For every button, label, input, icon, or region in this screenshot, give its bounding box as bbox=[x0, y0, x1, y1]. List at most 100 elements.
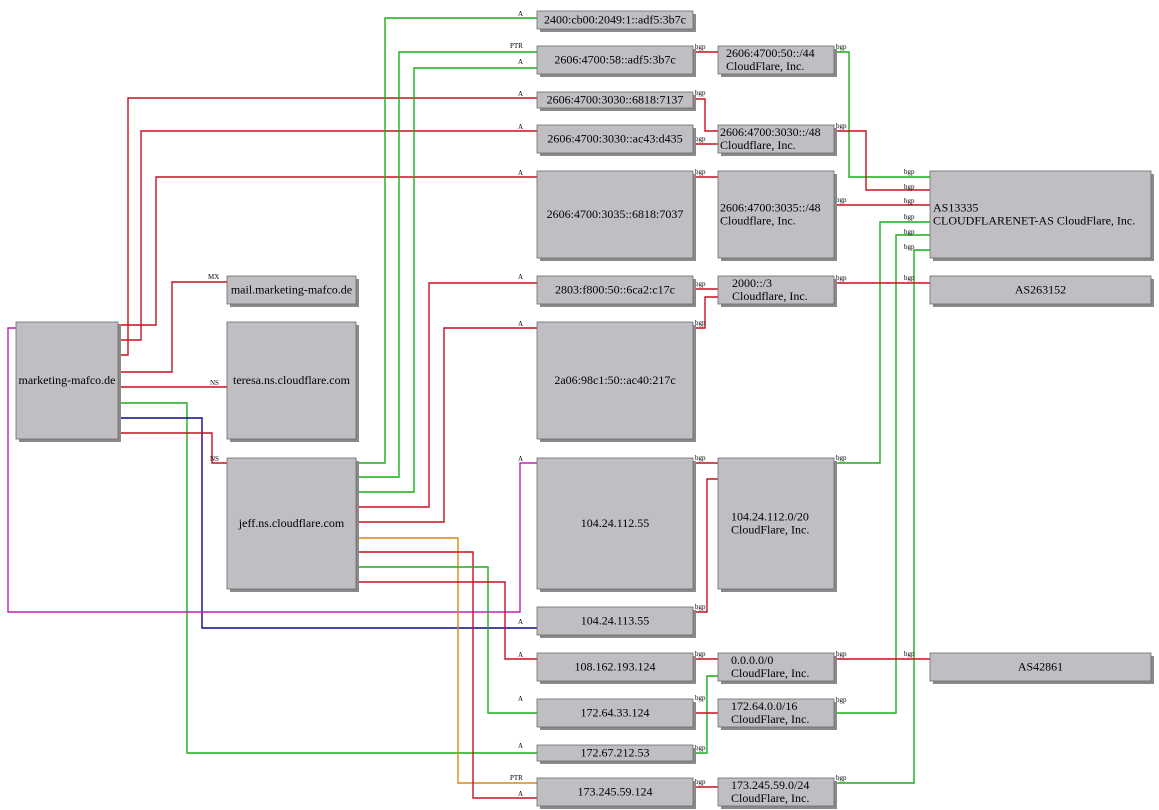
edge-label: bgp bbox=[695, 650, 706, 658]
edge-ip_2a06-to-pfx_2000 bbox=[693, 296, 718, 329]
edge-label: PTR bbox=[510, 774, 523, 782]
edge-label: NS bbox=[210, 379, 219, 387]
node-label: 2606:4700:3030::ac43:d435 bbox=[547, 132, 682, 146]
edge-label: bgp bbox=[904, 274, 915, 282]
node-box bbox=[717, 275, 835, 305]
edge-label: bgp bbox=[904, 213, 915, 221]
node-ip-172-64[interactable]: 172.64.33.124 bbox=[536, 698, 696, 730]
edge-jeff-to-ip_2400 bbox=[356, 17, 537, 464]
node-ip-108[interactable]: 108.162.193.124 bbox=[536, 652, 696, 684]
edge-jeff-to-ip_2606_58 bbox=[356, 51, 537, 478]
edge-label: A bbox=[518, 790, 523, 798]
node-label: 173.245.59.0/24 bbox=[731, 778, 809, 792]
node-label: mail.marketing-mafco.de bbox=[231, 283, 352, 297]
edge-label: bgp bbox=[695, 454, 706, 462]
node-label: 2606:4700:3035::6818:7037 bbox=[547, 207, 684, 221]
node-box bbox=[226, 457, 357, 590]
edge-ip_172_67-to-pfx_0 bbox=[693, 675, 718, 754]
node-label: 2400:cb00:2049:1::adf5:3b7c bbox=[544, 13, 686, 27]
node-label: marketing-mafco.de bbox=[19, 373, 116, 387]
edge-label: bgp bbox=[836, 274, 847, 282]
node-label: 172.64.33.124 bbox=[581, 706, 650, 720]
node-ip-104-112[interactable]: 104.24.112.55 bbox=[536, 457, 696, 592]
edge-label: A bbox=[518, 10, 523, 18]
edge-label: bgp bbox=[904, 243, 915, 251]
node-box bbox=[536, 91, 694, 109]
edge-label: bgp bbox=[836, 43, 847, 51]
node-domain[interactable]: marketing-mafco.de bbox=[15, 321, 121, 442]
node-label: AS42861 bbox=[1018, 660, 1063, 674]
node-box bbox=[717, 124, 835, 154]
edge-label: bgp bbox=[904, 228, 915, 236]
edge-label: bgp bbox=[695, 89, 706, 97]
edge-label: bgp bbox=[695, 603, 706, 611]
node-label: 2606:4700:3035::/48 bbox=[720, 201, 821, 215]
node-label: 172.67.212.53 bbox=[581, 746, 650, 760]
edge-domain-to-ip_104_112 bbox=[7, 327, 537, 613]
edge-domain-to-jeff bbox=[118, 432, 227, 464]
node-ip-172-67[interactable]: 172.67.212.53 bbox=[536, 744, 696, 764]
node-ip-104-113[interactable]: 104.24.113.55 bbox=[536, 606, 696, 638]
node-label: 2a06:98c1:50::ac40:217c bbox=[554, 373, 675, 387]
node-box bbox=[536, 124, 694, 154]
node-ip-2606-58[interactable]: 2606:4700:58::adf5:3b7c bbox=[536, 45, 696, 77]
edge-jeff-to-ip_172_64 bbox=[356, 566, 537, 714]
node-ip-2803[interactable]: 2803:f800:50::6ca2:c17c bbox=[536, 275, 696, 307]
node-mail[interactable]: mail.marketing-mafco.de bbox=[226, 275, 359, 307]
edge-ip_3030_6818-to-pfx_2606_3030 bbox=[693, 98, 718, 132]
node-teresa[interactable]: teresa.ns.cloudflare.com bbox=[226, 321, 359, 442]
node-box bbox=[929, 170, 1152, 259]
edge-pfx_172-to-as13335 bbox=[834, 234, 930, 714]
edge-label: bgp bbox=[695, 135, 706, 143]
edges-layer bbox=[7, 17, 930, 799]
node-label: Cloudflare, Inc. bbox=[732, 289, 808, 303]
node-label: 104.24.113.55 bbox=[581, 614, 650, 628]
node-box bbox=[717, 170, 835, 259]
edge-ip_104_113-to-pfx_104 bbox=[693, 478, 718, 613]
edge-label: bgp bbox=[695, 168, 706, 176]
node-label: CloudFlare, Inc. bbox=[731, 666, 809, 680]
node-ip-2400[interactable]: 2400:cb00:2049:1::adf5:3b7c bbox=[536, 10, 696, 32]
node-box bbox=[717, 45, 835, 75]
nodes-layer: marketing-mafco.de mail.marketing-mafco.d… bbox=[15, 10, 1154, 809]
node-ip-3035[interactable]: 2606:4700:3035::6818:7037 bbox=[536, 170, 696, 261]
node-label: jeff.ns.cloudflare.com bbox=[238, 516, 345, 530]
node-as263152[interactable]: AS263152 bbox=[929, 275, 1154, 307]
edge-label: NS bbox=[210, 455, 219, 463]
node-as42861[interactable]: AS42861 bbox=[929, 652, 1154, 684]
edge-jeff-to-ip_2a06 bbox=[356, 327, 537, 523]
node-ip-3030-6818[interactable]: 2606:4700:3030::6818:7137 bbox=[536, 91, 696, 111]
edge-label: bgp bbox=[836, 196, 847, 204]
node-label: CloudFlare, Inc. bbox=[726, 59, 804, 73]
node-ip-173[interactable]: 173.245.59.124 bbox=[536, 777, 696, 809]
node-box bbox=[536, 777, 694, 807]
edge-label: bgp bbox=[695, 280, 706, 288]
node-jeff[interactable]: jeff.ns.cloudflare.com bbox=[226, 457, 359, 592]
edge-label: bgp bbox=[695, 778, 706, 786]
edge-jeff-to-ip_173 bbox=[356, 537, 537, 784]
edge-label: bgp bbox=[904, 183, 915, 191]
edge-label: A bbox=[518, 651, 523, 659]
node-ip-3030-ac43[interactable]: 2606:4700:3030::ac43:d435 bbox=[536, 124, 696, 156]
node-box bbox=[536, 10, 694, 30]
edge-label: bgp bbox=[695, 694, 706, 702]
node-box bbox=[536, 457, 694, 590]
edge-label: A bbox=[518, 273, 523, 281]
node-label: CLOUDFLARENET-AS CloudFlare, Inc. bbox=[933, 214, 1135, 228]
node-label: 2803:f800:50::6ca2:c17c bbox=[555, 283, 675, 297]
edge-label: bgp bbox=[695, 43, 706, 51]
node-box bbox=[536, 698, 694, 728]
node-ip-2a06[interactable]: 2a06:98c1:50::ac40:217c bbox=[536, 321, 696, 442]
edge-pfx_173-to-as13335 bbox=[834, 249, 930, 784]
